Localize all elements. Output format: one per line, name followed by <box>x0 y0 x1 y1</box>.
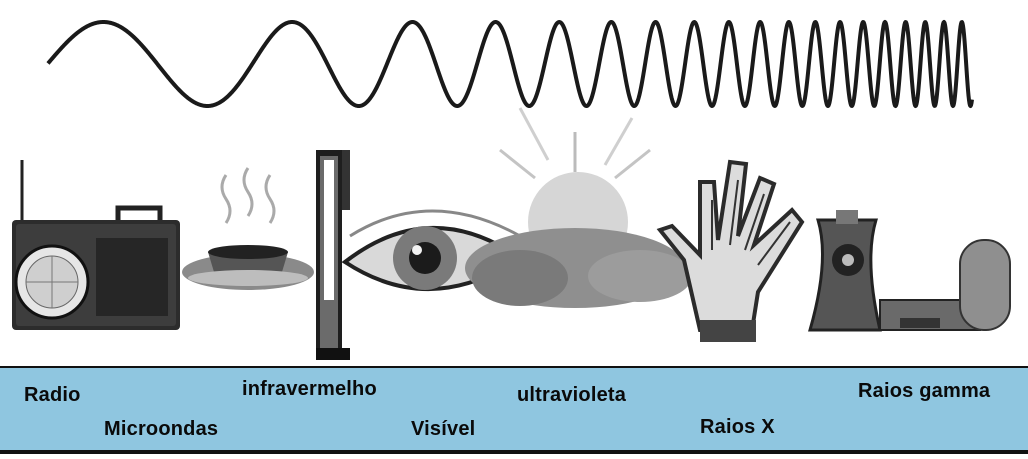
label-microwaves: Microondas <box>104 418 218 441</box>
sun-icon <box>465 108 692 308</box>
label-radio: Radio <box>24 384 81 407</box>
steaming-cup-icon <box>182 168 314 290</box>
spectrum-label-band: Radio Microondas infravermelho Visível u… <box>0 366 1028 454</box>
label-ultraviolet: ultravioleta <box>517 384 626 407</box>
thermometer-icon <box>316 150 350 360</box>
label-visible: Visível <box>411 418 475 441</box>
radio-icon <box>12 160 180 330</box>
nuclear-plant-icon <box>810 210 1010 330</box>
label-gamma: Raios gamma <box>858 380 990 403</box>
xray-hand-icon <box>660 162 802 342</box>
label-xrays: Raios X <box>700 416 775 439</box>
label-infrared: infravermelho <box>242 378 377 401</box>
